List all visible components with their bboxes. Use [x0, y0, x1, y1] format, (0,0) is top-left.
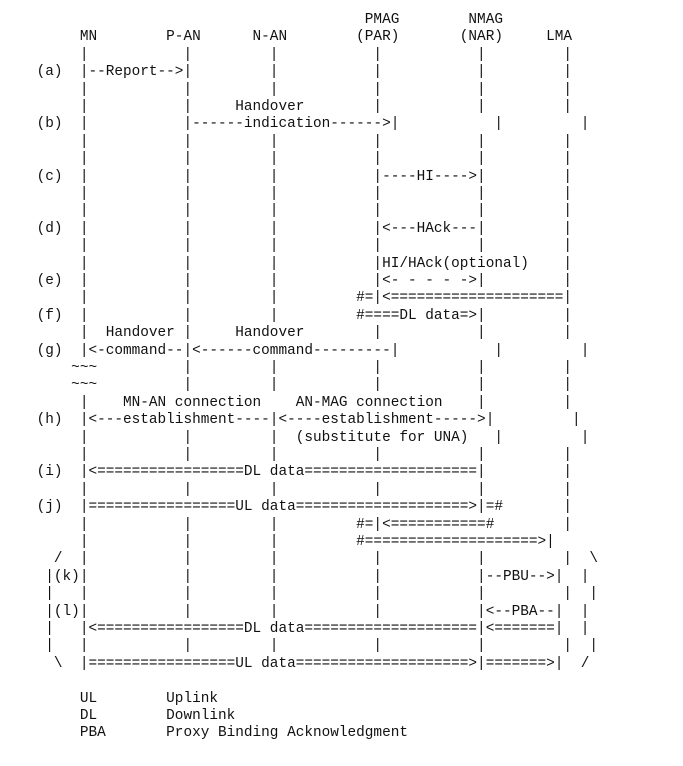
- diagram-line: |(k)| | | | |--PBU-->| |: [28, 568, 590, 585]
- diagram-line: | | | | | |: [28, 203, 573, 220]
- diagram-line: | | | (substitute for UNA) | |: [28, 429, 590, 446]
- diagram-line: UL Uplink: [28, 690, 218, 707]
- diagram-line: / | | | | | | \: [28, 551, 598, 568]
- diagram-line: | | | #=|<====================|: [28, 290, 573, 307]
- diagram-line: (h) |<---establishment----|<----establis…: [28, 412, 581, 429]
- diagram-line: (g) |<-command--|<------command---------…: [28, 342, 590, 359]
- diagram-line: | | | | | |: [28, 481, 573, 498]
- diagram-line: | | | |HI/HAck(optional) |: [28, 255, 573, 272]
- diagram-line: (d) | | | |<---HAck---| |: [28, 220, 573, 237]
- diagram-line: ~~~ | | | | |: [28, 377, 573, 394]
- diagram-line: (f) | | | #====DL data=>| |: [28, 307, 573, 324]
- diagram-line: | | | | | | | |: [28, 586, 598, 603]
- diagram-line: |(l)| | | | |<--PBA--| |: [28, 603, 590, 620]
- diagram-line: (j) |=================UL data===========…: [28, 499, 573, 516]
- diagram-line: | | | | | |: [28, 133, 573, 150]
- diagram-line: | | | | | |: [28, 81, 573, 98]
- diagram-line: PMAG NMAG: [28, 12, 503, 28]
- diagram-line: PBA Proxy Binding Acknowledgment: [28, 725, 408, 742]
- diagram-line: (c) | | | |----HI---->| |: [28, 168, 573, 185]
- diagram-line: (b) | |------indication------>| | |: [28, 116, 590, 133]
- diagram-line: | | | #=|<===========# |: [28, 516, 573, 533]
- diagram-line: | | | #====================>|: [28, 534, 555, 550]
- diagram-line: (e) | | | |<- - - - ->| |: [28, 273, 573, 289]
- diagram-line: DL Downlink: [28, 708, 236, 724]
- diagram-line: \ |=================UL data=============…: [28, 655, 590, 672]
- diagram-line: | | | | | |: [28, 46, 573, 63]
- diagram-line: | | | | | |: [28, 186, 573, 202]
- diagram-line: | Handover | Handover | | |: [28, 325, 573, 342]
- diagram-line: (a) |--Report-->| | | | |: [28, 64, 573, 81]
- diagram-line: | | | | | |: [28, 238, 573, 255]
- diagram-line: ~~~ | | | | |: [28, 360, 573, 376]
- diagram-line: MN P-AN N-AN (PAR) (NAR) LMA: [28, 29, 573, 46]
- diagram-line: | | | | | |: [28, 447, 573, 463]
- diagram-line: | | | | | | | |: [28, 638, 598, 655]
- diagram-line: | | | | | |: [28, 151, 573, 168]
- diagram-line: | MN-AN connection AN-MAG connection | |: [28, 394, 573, 411]
- diagram-line: | |<=================DL data============…: [28, 621, 590, 637]
- diagram-line: (i) |<=================DL data==========…: [28, 464, 573, 481]
- diagram-line: | | Handover | | |: [28, 99, 573, 115]
